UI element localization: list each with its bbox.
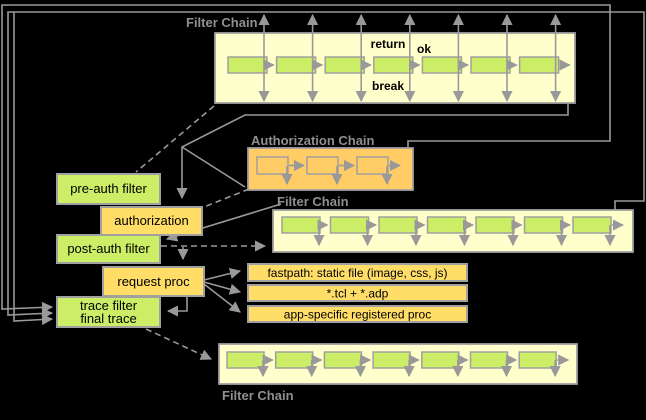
request-proc-to-scripts-arrow: [203, 281, 242, 295]
chain-item: [274, 351, 314, 369]
filter-chain-middle: Filter Chain: [272, 194, 634, 253]
trace-to-bottom-chain-dashed-wire: [145, 328, 213, 360]
fastpath-label: fastpath: static file (image, css, js): [267, 266, 447, 280]
request-proc-to-trace-wire: [166, 296, 188, 317]
trace-filter-label: trace filter: [80, 298, 138, 313]
chain-item: [356, 156, 389, 175]
chain-item: [306, 156, 339, 175]
filter-chain-middle-label: Filter Chain: [277, 194, 349, 209]
registered-proc-label: app-specific registered proc: [284, 308, 431, 322]
chain-item: [256, 156, 289, 175]
scripts-box: [247, 284, 468, 302]
chain-item: [372, 351, 411, 369]
chain-item: [329, 216, 370, 234]
auth-chain-return-wire: [1, 4, 611, 313]
chain-item: [227, 56, 268, 74]
handler-scripts: *.tcl + *.adp: [247, 284, 468, 302]
chain-item: [373, 56, 414, 74]
chains-layer: Filter Chain return ok break Authorizati…: [186, 13, 634, 403]
filter-return-bus-wire: [7, 11, 645, 320]
request-proc-to-fastpath-arrow: [203, 268, 242, 281]
authorization-chain-label: Authorization Chain: [251, 133, 375, 148]
post-auth-filter-label: post-auth filter: [67, 241, 150, 256]
stage-request-proc: request proc: [102, 266, 205, 297]
chain-item: [421, 56, 463, 74]
left-bus-wire: [13, 12, 54, 326]
chain-item: [378, 216, 418, 234]
authorization-chain-entry-wire: [181, 146, 246, 188]
chain-item: [572, 216, 612, 234]
stage-post-auth-filter: post-auth filter: [56, 234, 161, 264]
authorization-chain-items: [256, 156, 402, 186]
filter-chain-bottom-label: Filter Chain: [222, 388, 294, 403]
filter-chain-top-label: Filter Chain: [186, 15, 258, 30]
authorization-label: authorization: [114, 213, 188, 228]
filter-chain-bottom: Filter Chain: [218, 343, 578, 403]
pre-auth-filter-box: [56, 173, 161, 205]
filter-chain-top-items: [227, 13, 571, 103]
filter-chain-middle-items: [281, 216, 625, 247]
chain-item: [281, 216, 321, 234]
stage-pre-auth-filter: pre-auth filter: [56, 173, 161, 205]
chain-item: [475, 216, 515, 234]
chain-item: [469, 351, 509, 369]
chain-item: [470, 56, 511, 74]
fastpath-box: [247, 263, 468, 282]
chain-item: [523, 216, 564, 234]
chain-item: [421, 351, 460, 369]
registered-proc-box: [247, 305, 468, 323]
auth-chain-to-authorization-dashed-wire: [203, 188, 250, 208]
handlers-layer: fastpath: static file (image, css, js) *…: [247, 263, 468, 323]
stage-authorization: authorization: [100, 206, 203, 236]
chain-item: [275, 56, 317, 74]
break-label: break: [372, 79, 404, 93]
handler-fastpath: fastpath: static file (image, css, js): [247, 263, 468, 282]
top-chain-to-pre-auth-dashed-wire: [135, 105, 215, 173]
stages-layer: pre-auth filter authorization post-auth …: [56, 173, 205, 328]
scripts-label: *.tcl + *.adp: [327, 287, 389, 301]
post-auth-filter-box: [56, 234, 161, 264]
return-label: return: [371, 37, 406, 51]
trace-filter-box: [56, 296, 161, 328]
stage-trace-filter: trace filter final trace: [56, 296, 161, 328]
chain-item: [226, 351, 265, 369]
filter-chain-bottom-items: [226, 351, 570, 378]
pre-auth-filter-label: pre-auth filter: [70, 181, 147, 196]
chain-item: [323, 351, 363, 369]
final-trace-label: final trace: [80, 311, 136, 326]
chain-item: [426, 216, 467, 234]
request-proc-label: request proc: [117, 274, 190, 289]
chain-item: [324, 56, 365, 74]
chain-item: [518, 56, 560, 74]
request-proc-to-registered-arrow: [203, 283, 241, 313]
filter-chain-top: Filter Chain return ok break: [186, 13, 576, 104]
ok-label: ok: [417, 42, 431, 56]
authorization-chain: Authorization Chain: [247, 133, 414, 191]
chain-item: [518, 351, 557, 369]
handler-registered-proc: app-specific registered proc: [247, 305, 468, 323]
